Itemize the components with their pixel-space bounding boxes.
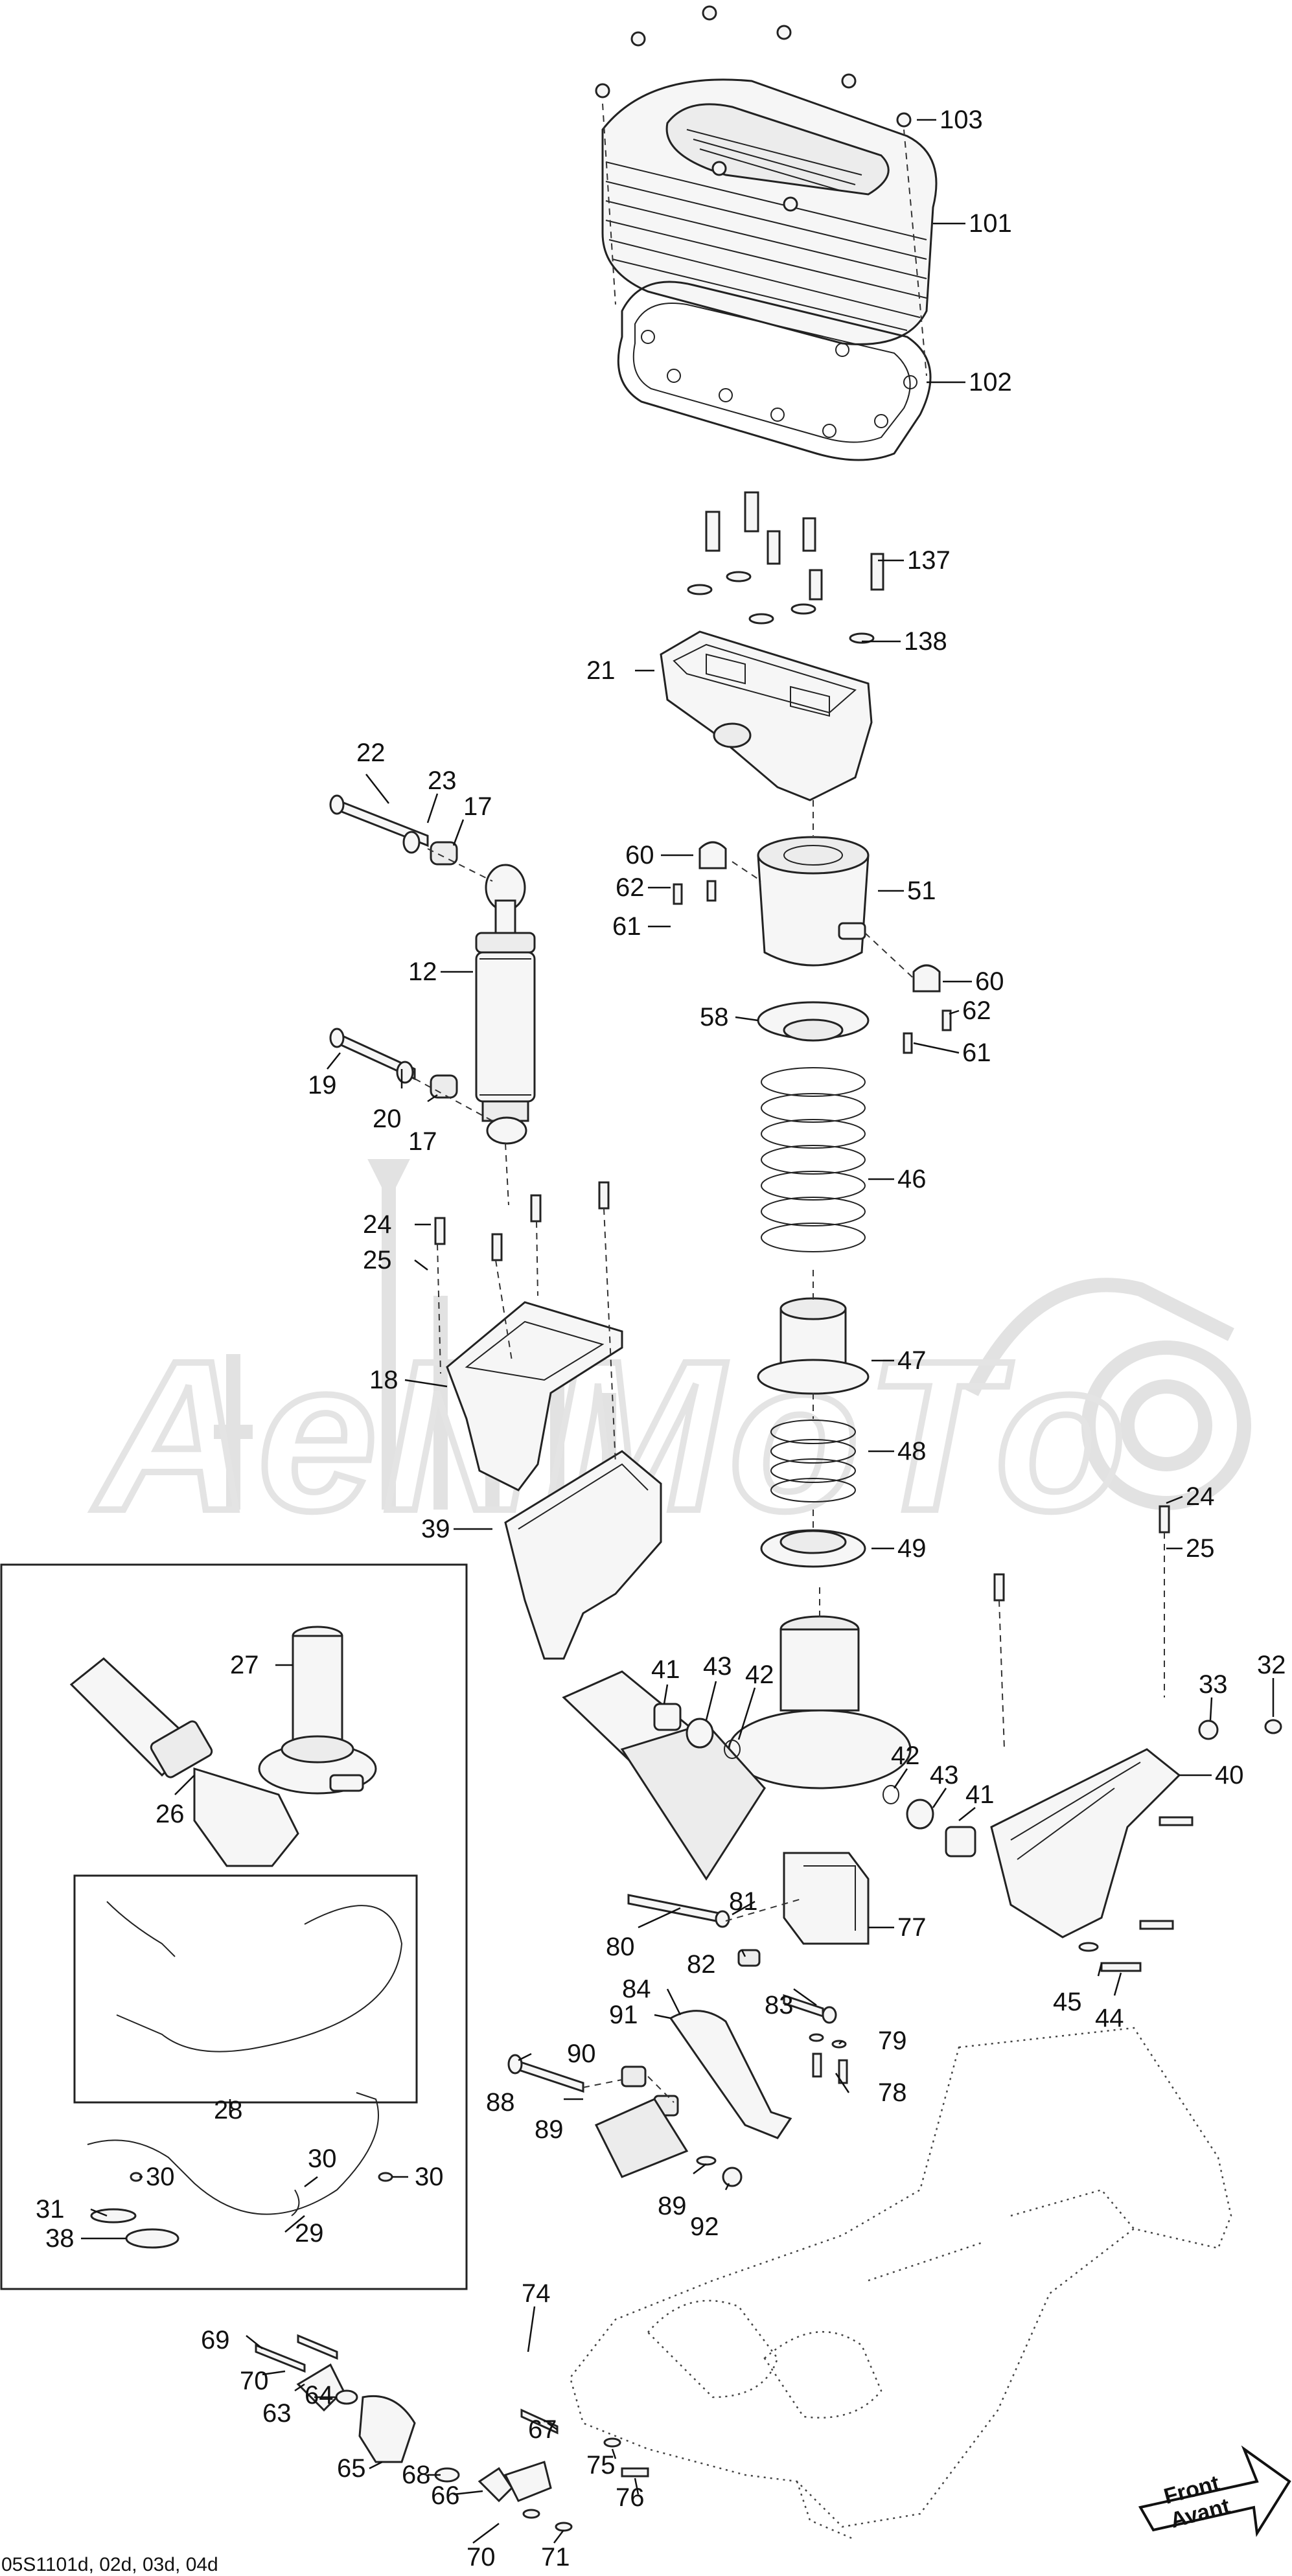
callout-38: 38 xyxy=(45,2224,75,2253)
callout-41a: 41 xyxy=(651,1655,680,1684)
callout-81: 81 xyxy=(729,1887,758,1916)
brackets-18-39 xyxy=(434,1181,662,1660)
callout-76: 76 xyxy=(616,2483,645,2512)
inset-box xyxy=(0,1563,468,2290)
callout-79: 79 xyxy=(878,2027,907,2055)
callout-42a: 42 xyxy=(745,1661,774,1689)
cover-assembly xyxy=(595,5,938,461)
callout-89b: 89 xyxy=(658,2192,687,2220)
callout-61b: 61 xyxy=(962,1039,991,1067)
front-direction-arrow: Front Avant xyxy=(1138,2445,1291,2537)
callout-29: 29 xyxy=(295,2219,324,2248)
callout-67: 67 xyxy=(528,2415,557,2444)
upper-mount-21 xyxy=(660,491,884,836)
callout-18: 18 xyxy=(369,1366,398,1394)
callout-30a: 30 xyxy=(146,2163,175,2191)
shock-absorber-12 xyxy=(329,794,536,1206)
callout-24b: 24 xyxy=(1186,1482,1215,1511)
callout-92: 92 xyxy=(690,2213,719,2241)
callout-63: 63 xyxy=(262,2399,292,2428)
coil-spring-46 xyxy=(761,1067,866,1252)
callout-31: 31 xyxy=(36,2195,65,2224)
callout-74: 74 xyxy=(522,2279,551,2308)
callout-66: 66 xyxy=(431,2481,460,2510)
callout-47: 47 xyxy=(897,1346,927,1375)
cover-screws xyxy=(595,5,912,212)
callout-68: 68 xyxy=(402,2461,431,2489)
callout-44: 44 xyxy=(1095,2004,1124,2032)
callout-65: 65 xyxy=(337,2454,366,2483)
callout-32: 32 xyxy=(1257,1651,1286,1679)
callout-70b: 70 xyxy=(467,2543,496,2571)
callout-51: 51 xyxy=(907,877,936,905)
callout-43a: 43 xyxy=(703,1652,732,1681)
callout-22: 22 xyxy=(356,739,386,767)
callout-60a: 60 xyxy=(625,841,654,869)
callout-30c: 30 xyxy=(415,2163,444,2191)
mount-bolts xyxy=(687,491,884,644)
callout-48: 48 xyxy=(897,1437,927,1466)
callout-64: 64 xyxy=(305,2381,334,2409)
callout-30b: 30 xyxy=(308,2145,337,2173)
callout-41b: 41 xyxy=(965,1780,995,1809)
spring-stack xyxy=(673,836,952,1568)
callout-83: 83 xyxy=(765,1991,794,2019)
callout-82: 82 xyxy=(687,1950,716,1979)
callout-58: 58 xyxy=(700,1003,729,1031)
callout-28: 28 xyxy=(214,2096,243,2124)
callout-137: 137 xyxy=(907,546,951,575)
callout-39: 39 xyxy=(421,1515,450,1543)
callout-62a: 62 xyxy=(616,873,645,902)
callout-12: 12 xyxy=(408,958,437,986)
callout-49: 49 xyxy=(897,1534,927,1563)
callout-25b: 25 xyxy=(1186,1534,1215,1563)
callout-78: 78 xyxy=(878,2078,907,2107)
callout-61a: 61 xyxy=(612,912,641,941)
callout-60b: 60 xyxy=(975,967,1004,996)
callout-101: 101 xyxy=(969,209,1012,238)
callout-77: 77 xyxy=(897,1913,927,1942)
callout-75: 75 xyxy=(586,2451,616,2479)
gasket-bolt-holes xyxy=(641,330,917,438)
callout-88: 88 xyxy=(486,2088,515,2117)
callout-24a: 24 xyxy=(363,1210,392,1239)
lower-assembly xyxy=(562,1505,1282,1972)
callout-26: 26 xyxy=(156,1800,185,1828)
callout-27: 27 xyxy=(230,1651,259,1679)
watermark: AeNMoTo xyxy=(87,1159,1251,1558)
callout-17b: 17 xyxy=(408,1127,437,1156)
callout-84: 84 xyxy=(622,1975,651,2003)
callout-69: 69 xyxy=(201,2326,230,2354)
callout-40: 40 xyxy=(1215,1761,1244,1789)
callout-138: 138 xyxy=(904,627,947,656)
callout-45: 45 xyxy=(1053,1988,1082,2016)
callout-102: 102 xyxy=(969,368,1012,397)
callout-90: 90 xyxy=(567,2040,596,2068)
diagram-code: 05S1101d, 02d, 03d, 04d xyxy=(1,2554,218,2575)
leader-lines xyxy=(81,119,1275,2544)
callout-43b: 43 xyxy=(930,1761,959,1789)
callout-23: 23 xyxy=(428,766,457,795)
callout-70a: 70 xyxy=(240,2367,269,2395)
callout-19: 19 xyxy=(308,1071,337,1099)
callout-21: 21 xyxy=(586,656,616,685)
callout-89a: 89 xyxy=(535,2115,564,2144)
callout-25a: 25 xyxy=(363,1246,392,1274)
tunnel-frame xyxy=(569,2027,1232,2541)
callout-42b: 42 xyxy=(891,1742,920,1770)
callout-80: 80 xyxy=(606,1933,635,1961)
callout-17a: 17 xyxy=(463,792,492,821)
callout-46: 46 xyxy=(897,1165,927,1193)
callout-labels: 103 101 102 137 138 21 22 23 17 12 19 20… xyxy=(36,106,1286,2571)
callout-33: 33 xyxy=(1199,1670,1228,1699)
callout-71: 71 xyxy=(541,2543,570,2571)
callout-62b: 62 xyxy=(962,996,991,1025)
bottom-hardware xyxy=(255,2334,649,2532)
callout-103: 103 xyxy=(940,106,983,134)
callout-91: 91 xyxy=(609,2001,638,2029)
callout-20: 20 xyxy=(373,1105,402,1133)
